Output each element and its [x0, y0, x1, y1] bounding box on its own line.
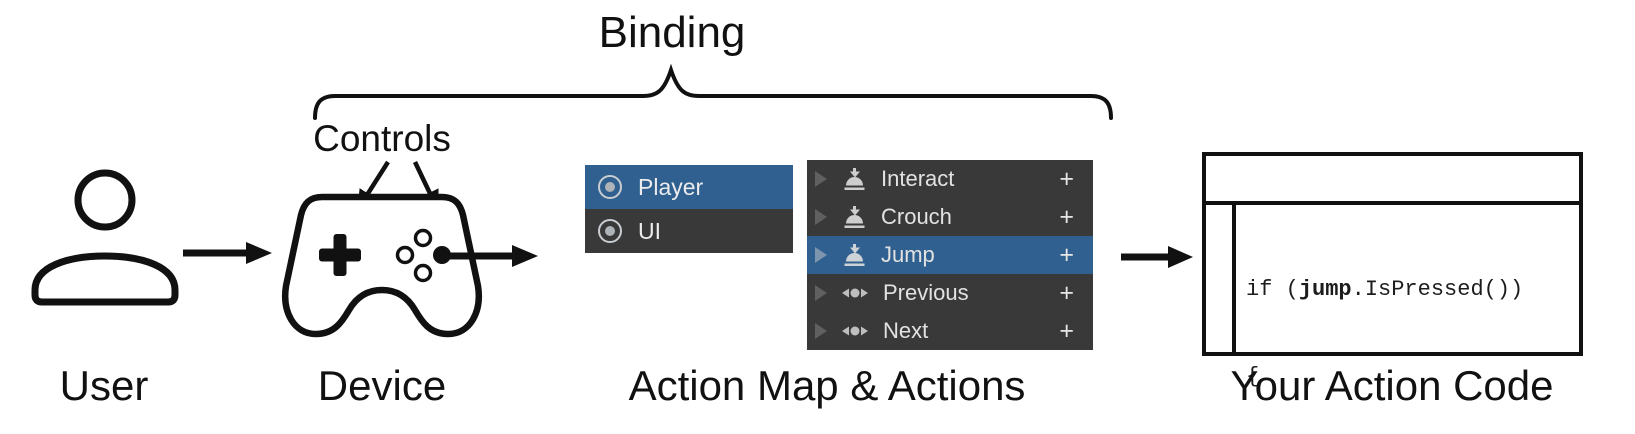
arrow-actions-to-code	[1121, 246, 1193, 268]
action-row-interact[interactable]: Interact +	[807, 160, 1093, 198]
foldout-icon[interactable]	[815, 285, 827, 301]
actions-panel: Interact + Crouch + Jump +	[807, 160, 1093, 350]
action-label: Next	[883, 318, 929, 343]
action-map-row-ui[interactable]: UI	[585, 209, 793, 253]
jump-keyword: jump	[1298, 277, 1352, 302]
arrow-device-to-actionmap	[444, 245, 538, 267]
add-binding-button[interactable]: +	[1059, 202, 1074, 231]
action-map-icon	[598, 175, 622, 199]
action-row-jump[interactable]: Jump +	[807, 236, 1093, 274]
add-binding-button[interactable]: +	[1059, 316, 1074, 345]
action-map-panel: Player UI	[585, 165, 793, 253]
code-line-1: if (jump.IsPressed())	[1246, 277, 1524, 302]
device-label: Device	[317, 362, 447, 409]
button-control-icon	[844, 206, 865, 228]
action-row-next[interactable]: Next +	[807, 312, 1093, 350]
controls-label: Controls	[313, 118, 451, 159]
add-binding-button[interactable]: +	[1059, 240, 1074, 269]
dpad-icon	[319, 234, 361, 276]
binding-label: Binding	[598, 8, 746, 57]
action-map-label: UI	[638, 217, 661, 244]
user-icon	[31, 169, 179, 306]
add-binding-button[interactable]: +	[1059, 164, 1074, 193]
code-line-2: {	[1246, 364, 1260, 389]
action-label: Interact	[881, 166, 955, 191]
action-label: Crouch	[881, 204, 952, 229]
action-map-row-player[interactable]: Player	[585, 165, 793, 209]
binding-brace	[313, 63, 1113, 120]
button-control-icon	[844, 168, 865, 190]
action-map-icon	[598, 219, 622, 243]
action-row-previous[interactable]: Previous +	[807, 274, 1093, 312]
action-row-crouch[interactable]: Crouch +	[807, 198, 1093, 236]
user-label: User	[59, 362, 149, 409]
code-editor-gutter	[1232, 205, 1236, 352]
axis-control-icon	[842, 326, 868, 336]
code-snippet: if (jump.IsPressed()) { // your code }	[1246, 217, 1523, 434]
code-editor-titlebar	[1206, 156, 1579, 205]
foldout-icon[interactable]	[815, 171, 827, 187]
foldout-icon[interactable]	[815, 323, 827, 339]
axis-control-icon	[842, 288, 868, 298]
add-binding-button[interactable]: +	[1059, 278, 1074, 307]
action-map-actions-label: Action Map & Actions	[628, 362, 1026, 409]
foldout-icon[interactable]	[815, 209, 827, 225]
action-label: Jump	[881, 242, 935, 267]
your-action-code-label: Your Action Code	[1230, 362, 1554, 409]
gamepad-icon	[282, 193, 482, 338]
code-editor-box: if (jump.IsPressed()) { // your code }	[1202, 152, 1583, 389]
action-map-label: Player	[638, 173, 704, 200]
arrow-user-to-device	[183, 242, 272, 264]
button-control-icon	[844, 244, 865, 266]
foldout-icon[interactable]	[815, 247, 827, 263]
action-label: Previous	[883, 280, 969, 305]
